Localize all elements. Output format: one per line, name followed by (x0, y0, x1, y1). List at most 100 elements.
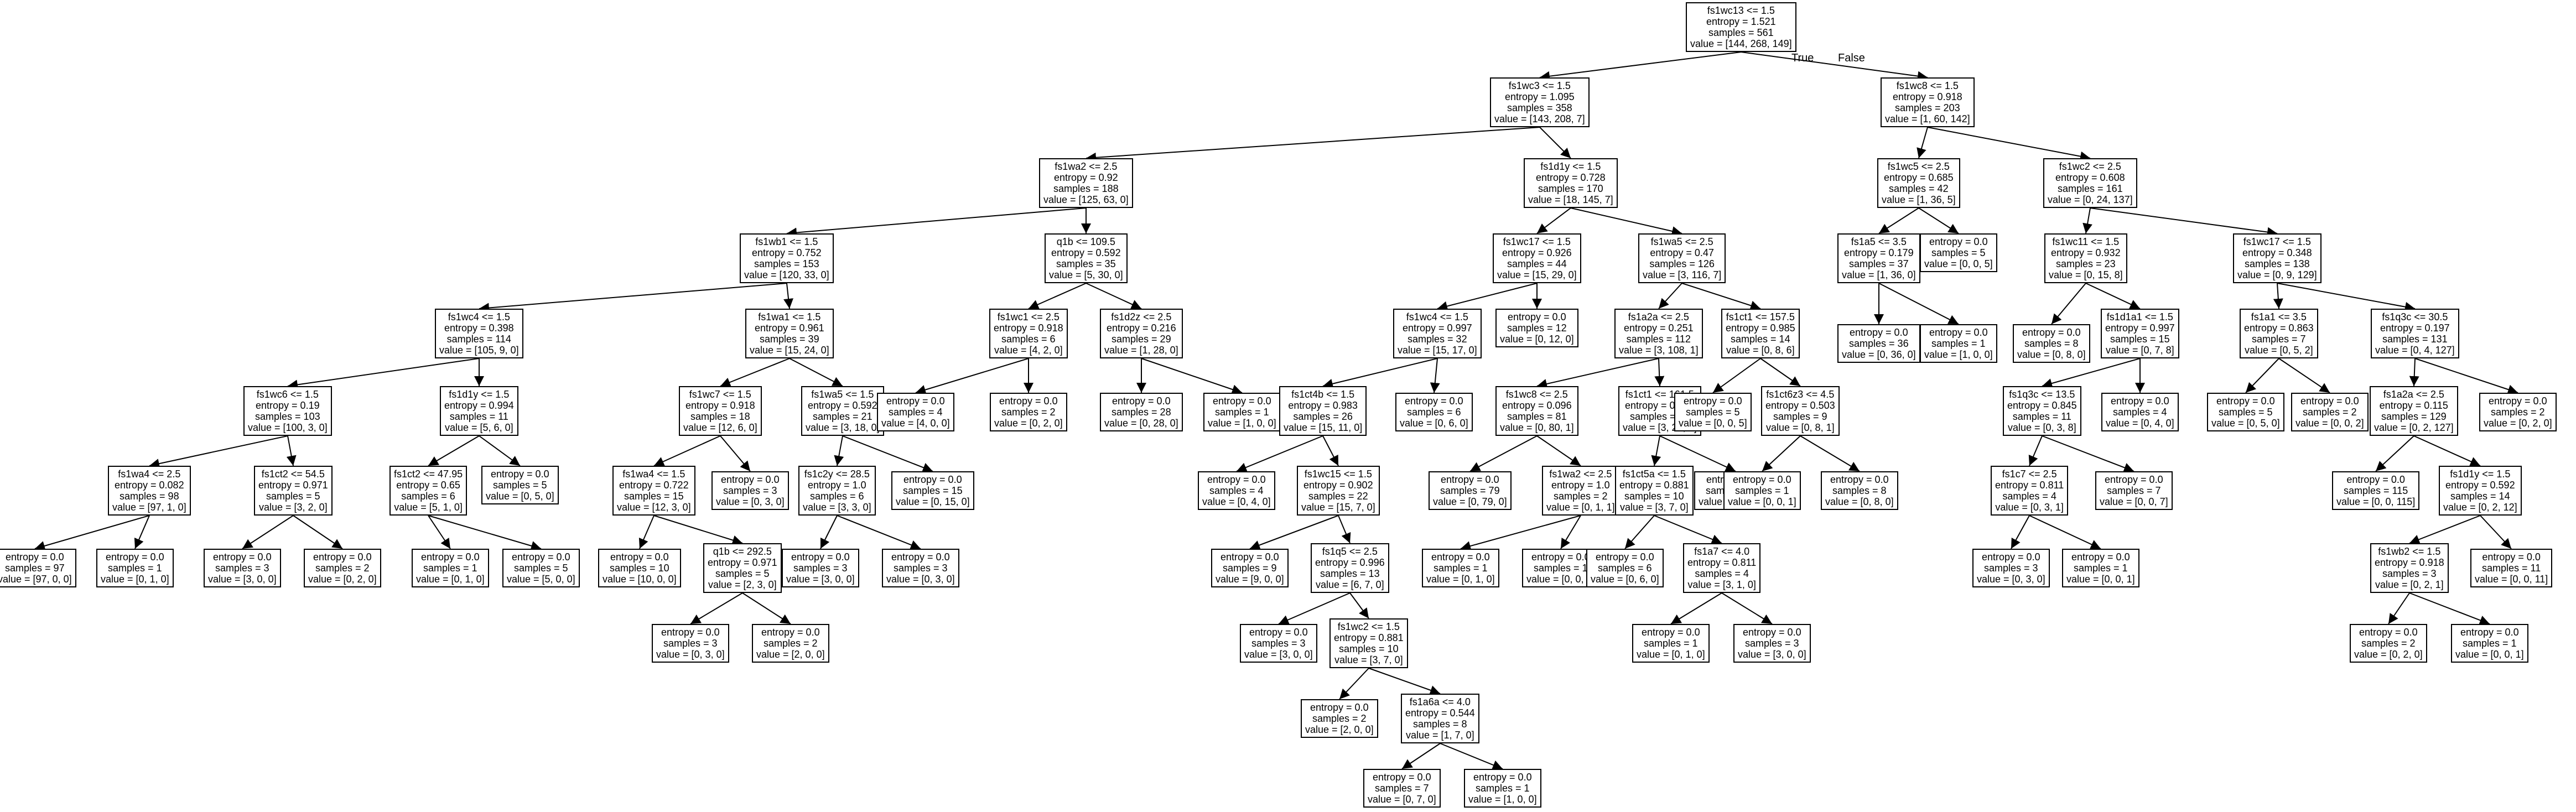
node-line: entropy = 0.92 (1054, 172, 1118, 183)
node-line: samples = 5 (1931, 247, 1986, 258)
node-line: samples = 1 (423, 563, 477, 574)
node-line: value = [5, 30, 0] (1049, 269, 1123, 280)
node-line: value = [0, 6, 0] (1400, 418, 1468, 429)
node-line: samples = 8 (1832, 485, 1887, 496)
node-line: samples = 5 (266, 491, 320, 502)
node-line: samples = 358 (1507, 102, 1572, 113)
tree-edge (34, 515, 150, 551)
node-line: samples = 98 (120, 491, 179, 502)
tree-edge (783, 283, 794, 309)
node-line: samples = 161 (2058, 183, 2123, 194)
node-line: value = [143, 208, 7] (1494, 113, 1585, 124)
node-line: entropy = 0.0 (1743, 627, 1801, 638)
node-line: value = [0, 0, 5] (1679, 418, 1747, 429)
tree-edge (2278, 358, 2330, 393)
node-line: value = [2, 3, 0] (708, 579, 777, 590)
node-line: samples = 1 (2463, 638, 2517, 649)
node-line: value = [15, 29, 0] (1497, 269, 1577, 280)
node-line: samples = 1 (108, 563, 162, 574)
tree-edge (479, 283, 787, 313)
node-line: value = [0, 12, 0] (1500, 334, 1574, 345)
tree-edge (820, 515, 838, 549)
node-line: samples = 6 (401, 491, 455, 502)
node-line: entropy = 0.592 (2445, 480, 2515, 491)
node-line: samples = 2 (315, 563, 370, 574)
node-line: entropy = 0.0 (6, 551, 64, 563)
tree-edge (2414, 358, 2518, 394)
node-line: samples = 10 (1624, 491, 1684, 502)
tree-edge (1249, 515, 1339, 550)
tree-edge (2273, 283, 2283, 309)
node-line: value = [3, 108, 1] (1619, 345, 1699, 356)
tree-edge (287, 358, 480, 390)
node-line: entropy = 0.0 (2346, 474, 2405, 485)
node-line: entropy = 0.0 (1982, 551, 2040, 563)
node-line: entropy = 0.996 (1315, 557, 1385, 568)
node-line: value = [1, 0, 0] (1208, 418, 1276, 429)
tree-edge (1440, 743, 1503, 770)
node-line: entropy = 1.521 (1706, 16, 1776, 27)
node-line: samples = 5 (2219, 407, 2273, 418)
node-line: samples = 3 (1745, 638, 1799, 649)
node-line: value = [3, 7, 0] (1620, 502, 1689, 513)
tree-edge (1670, 592, 1722, 624)
node-line: fs1wa5 <= 2.5 (1650, 236, 1713, 247)
node-line: samples = 1 (2074, 563, 2128, 574)
node-line: samples = 9 (1773, 411, 1827, 422)
tree-edge (2028, 435, 2043, 466)
node-line: fs1wc11 <= 1.5 (2052, 236, 2120, 247)
node-line: samples = 3 (1984, 563, 2038, 574)
node-line: samples = 11 (2482, 563, 2541, 574)
node-line: entropy = 0.503 (1765, 400, 1835, 411)
node-line: samples = 15 (624, 491, 684, 502)
tree-edge (690, 592, 743, 624)
tree-edge (653, 515, 743, 545)
node-line: value = [0, 5, 0] (2211, 418, 2280, 429)
node-line: entropy = 0.918 (1893, 91, 1962, 102)
tree-edge (786, 207, 1087, 238)
tree-edge (1338, 515, 1351, 544)
node-line: samples = 39 (760, 334, 819, 345)
node-line: value = [0, 1, 0] (1426, 574, 1495, 585)
node-line: fs1wc5 <= 2.5 (1887, 161, 1950, 172)
tree-edge (1878, 283, 1959, 325)
node-line: value = [2, 0, 0] (1305, 724, 1374, 735)
node-line: samples = 3 (793, 563, 848, 574)
node-line: samples = 7 (2107, 485, 2161, 496)
node-line: fs1a2a <= 2.5 (2383, 389, 2444, 400)
node-line: value = [3, 7, 0] (1334, 654, 1403, 665)
node-line: samples = 2 (2361, 638, 2416, 649)
node-line: entropy = 0.082 (114, 480, 184, 491)
node-line: entropy = 0.592 (807, 400, 877, 411)
node-line: entropy = 0.544 (1405, 707, 1475, 719)
node-line: value = [0, 0, 1] (1728, 496, 1796, 507)
node-line: entropy = 0.19 (256, 400, 320, 411)
node-line: value = [3, 3, 0] (803, 502, 871, 513)
node-line: samples = 9 (1223, 563, 1277, 574)
node-line: samples = 3 (663, 638, 718, 649)
node-line: samples = 79 (1440, 485, 1500, 496)
node-line: entropy = 0.728 (1536, 172, 1606, 183)
tree-edge (1236, 435, 1323, 472)
node-line: samples = 4 (1209, 485, 1264, 496)
node-line: samples = 32 (1408, 334, 1467, 345)
node-line: entropy = 0.0 (1642, 627, 1700, 638)
